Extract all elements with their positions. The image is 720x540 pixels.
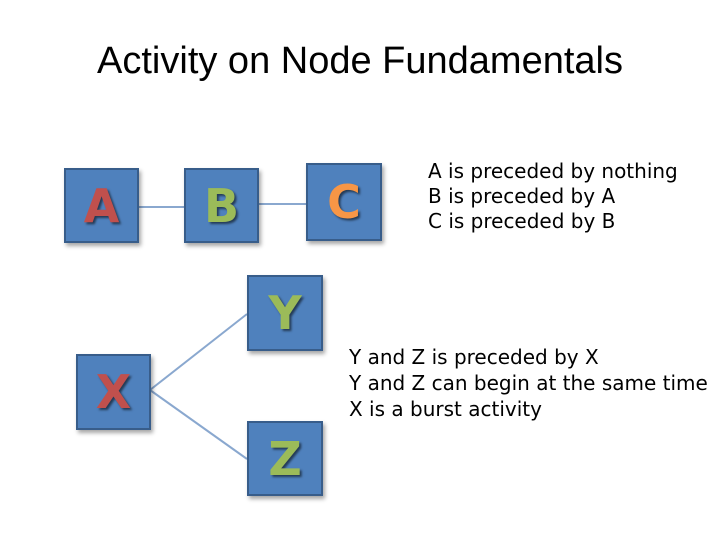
- node-x-label: X: [95, 365, 132, 419]
- node-y: Y: [247, 275, 323, 351]
- notes-top: A is preceded by nothing B is preceded b…: [428, 159, 678, 234]
- note-line: Y and Z is preceded by X: [349, 345, 599, 369]
- node-a-label: A: [83, 178, 120, 233]
- node-c: C: [306, 163, 382, 241]
- notes-bottom: Y and Z is preceded by X Y and Z can beg…: [349, 344, 708, 422]
- node-b: B: [184, 168, 259, 243]
- node-z-label: Z: [268, 431, 302, 486]
- slide-title: Activity on Node Fundamentals: [97, 40, 623, 82]
- note-line: X is a burst activity: [349, 397, 542, 421]
- node-c-label: C: [327, 175, 361, 229]
- node-b-label: B: [203, 178, 240, 233]
- connector-x-z: [149, 389, 248, 460]
- note-line: Y and Z can begin at the same time: [349, 371, 708, 395]
- note-line: B is preceded by A: [428, 184, 616, 208]
- node-y-label: Y: [268, 286, 302, 340]
- connector-x-y: [149, 313, 248, 391]
- node-x: X: [76, 354, 151, 430]
- note-line: C is preceded by B: [428, 209, 616, 233]
- note-line: A is preceded by nothing: [428, 159, 678, 183]
- node-z: Z: [247, 421, 323, 496]
- node-a: A: [64, 168, 139, 243]
